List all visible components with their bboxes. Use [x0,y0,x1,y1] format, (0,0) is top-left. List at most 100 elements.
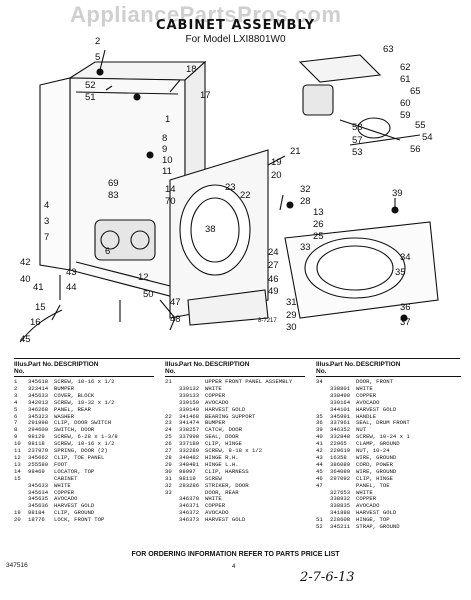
cell-illus: 5 [14,405,18,413]
cell-desc: DOOR, FRONT [356,379,393,385]
cell-desc: CLIP, HINGE [356,475,393,482]
cell-illus [165,393,179,400]
cell-illus: 52 [316,523,323,531]
cell-illus [14,490,28,497]
cell-illus [165,400,179,407]
cell-desc: SEAL, DRUM FRONT [356,420,410,427]
cell-part: 255580 [28,460,49,468]
cell-part: 341474 [179,419,200,427]
table-row: 47 PANEL, TOE [316,481,461,490]
cell-desc: SPRING, DOOR (2) [54,448,108,455]
cell-illus: 47 [316,481,323,489]
cell-desc: HARVEST GOLD [54,503,95,510]
cell-illus: 29 [165,460,172,468]
cell-desc: COPPER [356,496,377,503]
callout: 47 [170,297,181,308]
callout: 63 [383,44,394,55]
cell-desc: DOOR, REAR [205,489,239,496]
cell-part: 337189 [179,440,200,448]
cell-illus: 2 [14,384,18,392]
cell-desc: WHITE [205,496,222,503]
cell-illus [14,496,28,503]
cell-part: 340481 [179,460,200,468]
cell-part: 345633 [28,391,49,399]
cell-part: 297092 [330,474,351,482]
cell-part: 220619 [330,447,351,455]
cell-desc: CORD, POWER [356,461,393,468]
cell-desc: COVER, BLOCK [54,392,95,399]
cell-desc: HARVEST GOLD [356,510,397,517]
cell-desc: SWITCH, DOOR [54,427,95,434]
cell-illus: 51 [316,516,323,524]
cell-part: 339133 [179,391,200,399]
callout: 39 [392,188,403,199]
cell-illus [316,496,330,503]
cell-part: 339150 [179,398,200,406]
cell-desc: CLIP, TOE PANEL [54,454,105,461]
cell-desc: WHITE [356,489,373,496]
cell-part: 338835 [330,502,351,510]
cell-illus: 12 [14,453,21,461]
cell-desc: STRIKER, DOOR [205,482,249,489]
cell-desc: CLIP, HARNESS [205,468,249,475]
cell-desc: CLIP, DOOR SWITCH [54,420,112,427]
cell-illus: 4 [14,398,18,406]
cell-desc: WHITE [356,385,373,392]
cell-part: 332289 [179,447,200,455]
cell-desc: COPPER [205,392,226,399]
callout: 6 [105,246,110,257]
callout: 9 [162,144,167,155]
motor-assembly [94,219,156,261]
ordering-footer: FOR ORDERING INFORMATION REFER TO PARTS … [131,551,340,558]
callout: 26 [313,219,324,230]
cell-illus: 9 [14,433,18,441]
callout: 65 [410,86,421,97]
cell-part: 283286 [179,481,200,489]
cell-desc: PANEL, TOE [356,482,390,489]
cell-illus: 30 [165,467,172,475]
cell-desc: BEARING SUPPORT [205,413,256,420]
document-code: 347516 [6,562,28,569]
cell-illus: 8 [14,426,18,434]
cell-part: 346373 [179,516,200,524]
cell-desc: AVOCADO [205,510,229,517]
cell-illus [165,496,179,503]
cell-desc: CLIP, HINGE [205,441,242,448]
cell-desc: NUT, 10-24 [356,448,390,455]
callout: 62 [400,62,411,73]
cell-desc: UPPER FRONT PANEL ASSEMBLY [205,379,293,385]
cell-desc: PANEL, REAR [54,406,91,413]
callout: 21 [290,146,301,157]
cell-part: 345211 [330,523,351,531]
callout: 17 [200,90,211,101]
callout: 20 [271,170,282,181]
cell-part: 98129 [28,433,45,441]
column-header: Illus. No. Part No. DESCRIPTION [165,361,305,377]
callout: 30 [286,322,297,333]
cell-desc: CLIP, GROUND [54,510,95,517]
cell-part: 228608 [330,516,351,524]
callout: 2 [95,36,100,47]
cell-part: 338257 [179,426,200,434]
cell-illus: 22 [165,412,172,420]
